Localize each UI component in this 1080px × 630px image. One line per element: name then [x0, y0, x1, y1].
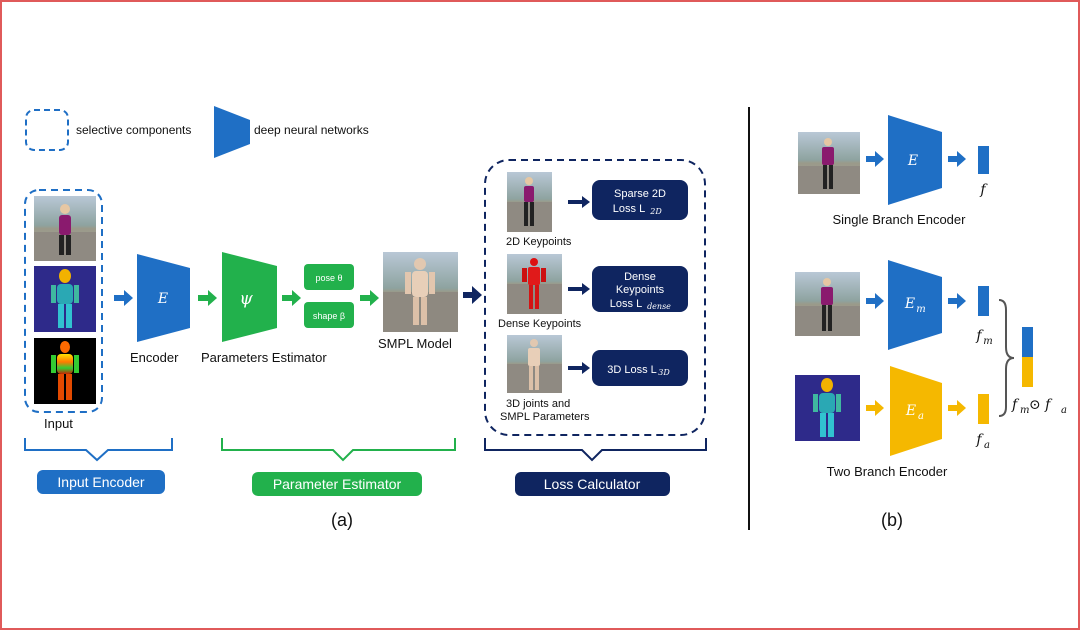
arrow-params-smpl — [360, 290, 379, 306]
loss-3d-line1: 3D Loss L — [607, 364, 657, 376]
arrow-encoder-estimator — [198, 290, 217, 306]
input-densepose-map — [34, 338, 96, 404]
encoder-trapezoid — [137, 254, 190, 342]
aux-encoder-letter: E — [905, 403, 916, 419]
single-encoder-trapezoid — [888, 115, 942, 205]
two-branch-segmentation — [795, 375, 860, 441]
group-parameter-estimator-box — [252, 472, 422, 496]
arrow-dense-loss — [568, 283, 590, 295]
main-encoder-trapezoid — [888, 260, 942, 350]
keypoints-2d-image — [507, 172, 552, 232]
shape-label: shape β — [313, 311, 345, 321]
brace-input-encoder — [24, 438, 173, 462]
input-label: Input — [44, 416, 73, 431]
single-branch-photo — [798, 132, 860, 194]
two-branch-photo — [795, 272, 860, 336]
aux-encoder-sub: a — [918, 411, 924, 422]
group-loss-calculator-box — [515, 472, 670, 496]
loss-3d-box — [592, 350, 688, 386]
input-dashed-group — [24, 189, 103, 413]
legend-dnn-trapezoid — [214, 106, 250, 158]
arrow-estimator-params — [282, 290, 301, 306]
loss-dense-sub: dense — [647, 302, 671, 311]
concat-sub1: m — [1020, 405, 1029, 416]
loss-dense-line3: Loss L — [610, 298, 642, 310]
brace-loss-calculator — [484, 438, 707, 462]
keypoints-2d-caption: 2D Keypoints — [506, 236, 572, 248]
arrow-input-encoder — [114, 290, 133, 306]
input-photo — [34, 196, 96, 261]
shape-box — [304, 302, 354, 328]
main-feature-sub: m — [983, 336, 992, 347]
arrow-3d-loss — [568, 362, 590, 374]
arrow-single-in — [866, 151, 884, 167]
loss-2d-line2: Loss L — [613, 203, 645, 215]
concat-op: ⊙ f — [1029, 397, 1053, 413]
single-branch-label: Single Branch Encoder — [833, 212, 967, 227]
concat-brace — [998, 299, 1015, 417]
arrow-single-out — [948, 151, 966, 167]
joints-3d-caption2: SMPL Parameters — [500, 411, 590, 423]
group-loss-calculator-label: Loss Calculator — [544, 476, 641, 492]
concat-bar-bottom — [1022, 357, 1033, 387]
joints-3d-caption1: 3D joints and — [506, 398, 570, 410]
group-parameter-estimator-label: Parameter Estimator — [273, 476, 402, 492]
single-feature-bar — [978, 146, 989, 174]
loss-2d-sub: 2D — [649, 207, 662, 216]
aux-feature-bar — [978, 394, 989, 424]
aux-encoder-trapezoid — [890, 366, 942, 456]
loss-3d-sub: 3D — [658, 368, 670, 377]
pose-box — [304, 264, 354, 290]
main-feature-bar — [978, 286, 989, 316]
two-branch-label: Two Branch Encoder — [827, 464, 948, 479]
legend-dnn-text: deep neural networks — [254, 123, 369, 137]
single-encoder-letter: E — [907, 153, 918, 169]
aux-feature-label: f — [975, 432, 984, 448]
loss-dashed-group — [484, 159, 706, 436]
arrow-aux-out — [948, 400, 966, 416]
arrow-main-in — [866, 293, 884, 309]
loss-2d-line1: Sparse 2D — [614, 188, 666, 200]
psi-letter: ψ — [239, 289, 253, 309]
arrow-smpl-loss — [463, 286, 482, 304]
legend-dashed-box — [25, 109, 69, 151]
encoder-label: Encoder — [130, 350, 179, 365]
concat-bar-top — [1022, 327, 1033, 357]
single-feature-label: f — [979, 182, 988, 198]
input-part-segmentation — [34, 266, 96, 332]
legend-selective-text: selective components — [76, 123, 191, 137]
concat-label: f — [1011, 397, 1020, 413]
main-feature-label: f — [975, 328, 984, 344]
sublabel-a: (a) — [331, 510, 353, 530]
arrow-main-out — [948, 293, 966, 309]
pose-label: pose θ — [315, 273, 342, 283]
aux-feature-sub: a — [984, 440, 990, 451]
arrow-aux-in — [866, 400, 884, 416]
main-encoder-letter: E — [904, 296, 915, 312]
concat-sub2: a — [1061, 405, 1067, 416]
loss-dense-line1: Dense — [624, 271, 656, 283]
loss-2d-box — [592, 180, 688, 220]
smpl-label: SMPL Model — [378, 336, 452, 351]
loss-dense-line2: Keypoints — [616, 284, 665, 296]
loss-dense-box — [592, 266, 688, 312]
group-input-encoder-box — [37, 470, 165, 494]
dense-keypoints-image — [507, 254, 562, 314]
group-input-encoder-label: Input Encoder — [57, 474, 145, 490]
encoder-letter: E — [157, 291, 168, 307]
smpl-model-image — [383, 252, 458, 332]
estimator-label: Parameters Estimator — [201, 350, 327, 365]
main-encoder-sub: m — [916, 304, 925, 315]
sublabel-b: (b) — [881, 510, 903, 530]
arrow-2d-loss — [568, 196, 590, 208]
dense-keypoints-caption: Dense Keypoints — [498, 318, 582, 330]
estimator-trapezoid — [222, 252, 277, 342]
brace-parameter-estimator — [221, 438, 456, 462]
joints-3d-image — [507, 335, 562, 393]
